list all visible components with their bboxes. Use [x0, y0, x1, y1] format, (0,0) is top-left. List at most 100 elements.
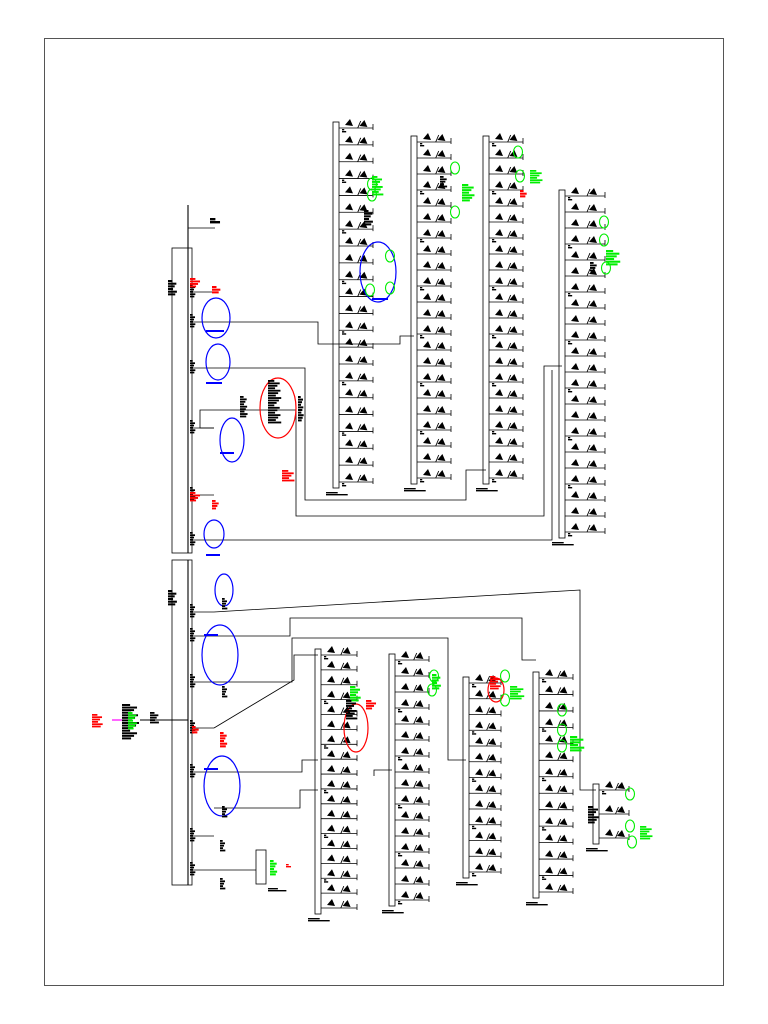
breaker-row [469, 831, 502, 843]
label-glyph-stroke [542, 728, 545, 730]
feeder-to-panel-l3 [214, 637, 466, 761]
label-glyph-stroke [122, 719, 133, 722]
revision-cloud-blue [203, 519, 225, 549]
revision-tag-red [212, 286, 221, 294]
breaker-row [539, 751, 574, 763]
load-symbol [488, 738, 497, 745]
label-glyph-stroke [190, 487, 193, 489]
breaker-row [339, 237, 374, 248]
green-note-text [510, 686, 525, 700]
load-symbol [559, 785, 568, 793]
label-glyph-stroke [526, 904, 548, 906]
label-glyph-stroke [492, 239, 495, 241]
green-callout-circle [556, 739, 568, 753]
breaker-row [339, 119, 374, 133]
breaker-row [339, 456, 374, 468]
label-glyph-stroke [372, 183, 379, 186]
label-glyph-stroke [492, 193, 497, 195]
circuit-label [398, 709, 403, 713]
load-symbol [509, 406, 518, 413]
load-symbol [589, 364, 597, 371]
breaker-symbol [423, 181, 431, 188]
label-glyph-stroke [268, 387, 276, 390]
label-glyph-stroke [190, 722, 196, 725]
label-glyph-stroke [190, 541, 196, 544]
label-glyph-stroke [268, 382, 280, 385]
label-glyph-stroke [190, 367, 194, 369]
label-glyph-stroke [220, 885, 224, 887]
label-glyph-stroke [346, 707, 353, 710]
breaker-symbol [401, 843, 409, 850]
breaker-row [539, 883, 574, 894]
label-glyph-stroke [552, 544, 574, 546]
label-glyph-stroke [298, 411, 302, 414]
label-glyph-stroke [298, 396, 301, 398]
label-glyph-stroke [268, 404, 275, 407]
breaker-row [417, 245, 452, 256]
breaker-row [395, 683, 430, 694]
breaker-row [565, 379, 606, 393]
label-glyph-stroke [324, 881, 329, 883]
label-glyph-stroke [472, 778, 475, 780]
breaker-symbol [423, 293, 431, 300]
label-glyph-stroke [212, 505, 218, 507]
label-glyph-stroke [286, 866, 292, 868]
switch-contact [586, 300, 591, 309]
circuit-label [568, 341, 573, 345]
breaker-symbol [327, 809, 335, 817]
label-glyph-stroke [190, 637, 196, 640]
load-symbol [617, 806, 625, 813]
switch-contact [507, 214, 512, 223]
breaker-row [489, 373, 524, 387]
circuit-label [324, 700, 329, 705]
label-glyph-stroke [490, 676, 496, 678]
switchboard-breaker [190, 604, 214, 618]
switch-contact [557, 786, 562, 794]
label-glyph-stroke [222, 602, 227, 605]
switch-contact [586, 220, 591, 229]
label-glyph-stroke [190, 364, 195, 367]
load-symbol [437, 150, 446, 157]
label-glyph-stroke [282, 470, 289, 472]
label-glyph-stroke [342, 129, 345, 131]
label-glyph-stroke [92, 718, 101, 721]
switch-contact [357, 356, 362, 365]
label-glyph-stroke [222, 693, 226, 695]
label-glyph-stroke [492, 143, 495, 145]
label-glyph-stroke [190, 685, 195, 688]
circuit-label [342, 129, 347, 133]
switch-contact [507, 422, 512, 431]
load-symbol [509, 246, 518, 253]
label-glyph-stroke [298, 398, 304, 401]
breaker-row [321, 779, 358, 794]
circuit-label [472, 873, 477, 877]
load-symbol [342, 691, 351, 699]
switch-contact [486, 864, 491, 873]
label-glyph-stroke [268, 411, 276, 414]
breaker-symbol [571, 491, 579, 498]
revision-cloud-blue [359, 241, 397, 303]
label-glyph-stroke [342, 381, 345, 384]
breaker-symbol [571, 363, 579, 370]
label-glyph-stroke [298, 401, 303, 404]
label-glyph-stroke [268, 392, 279, 395]
panel-schedule-label [404, 488, 426, 492]
breaker-symbol [345, 355, 353, 362]
label-glyph-stroke [190, 839, 195, 842]
label-glyph-stroke [190, 422, 196, 425]
load-symbol [559, 867, 568, 875]
load-symbol [509, 230, 518, 237]
load-symbol [488, 785, 497, 793]
breaker-symbol [327, 646, 335, 653]
breaker-row [469, 752, 502, 764]
green-note-text [640, 826, 653, 840]
breaker-symbol [327, 899, 335, 906]
label-glyph-stroke [476, 488, 488, 490]
circuit-label [492, 191, 497, 195]
breaker-row [339, 439, 374, 451]
load-symbol [415, 780, 424, 787]
breaker-symbol [327, 765, 335, 773]
circuit-label [568, 437, 573, 441]
breaker-row [395, 795, 430, 809]
label-glyph-stroke [190, 828, 193, 830]
